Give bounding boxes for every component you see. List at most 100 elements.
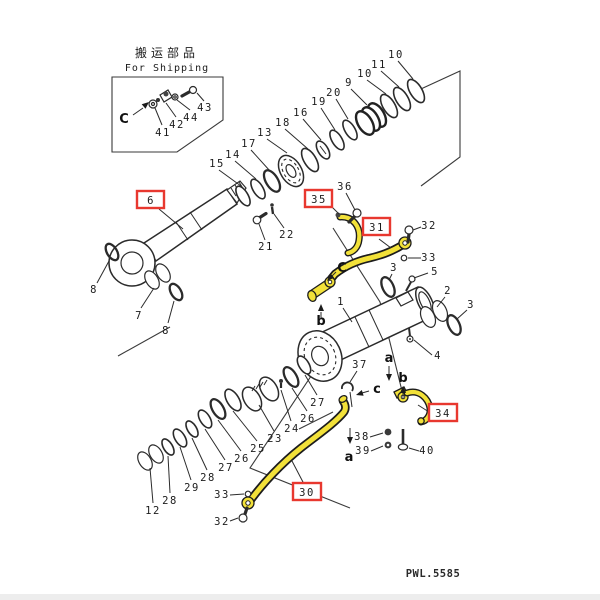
ring-20 (342, 119, 358, 141)
bottom-strip (0, 594, 600, 600)
clamp-35 (335, 212, 363, 257)
bushing-16 (315, 140, 331, 160)
bolt-36 (347, 214, 357, 224)
upper-group-outline-left (117, 326, 171, 357)
view-b-mid-arrow (318, 304, 324, 311)
part-label-27b: 27 (310, 397, 326, 409)
part-label-2: 2 (444, 285, 452, 297)
ring-18 (300, 147, 320, 173)
ring-10b (406, 78, 426, 104)
head-boss (395, 291, 414, 307)
part-label-32a: 32 (421, 220, 437, 232)
part-label-30: 30 (299, 487, 315, 499)
bushing-7 (144, 270, 160, 290)
fitting-5 (405, 281, 412, 292)
view-label-c-mid: C (337, 261, 347, 276)
part-label-25: 25 (250, 443, 266, 455)
part-label-21: 21 (258, 241, 274, 253)
shipping-box-outline (111, 76, 224, 153)
ring-28a (161, 438, 175, 456)
part-label-19: 19 (311, 96, 327, 108)
part-label-24: 24 (284, 423, 300, 435)
part-label-16: 16 (293, 107, 309, 119)
tube-30 (247, 398, 348, 504)
part-label-3b: 3 (467, 299, 475, 311)
part-label-17: 17 (241, 138, 257, 150)
shipping-group: 搬运部品 For Shipping C 41 42 44 43 (119, 45, 213, 139)
view-label-b-mid: b (316, 314, 325, 329)
seal-17 (262, 169, 282, 193)
ring-3b (446, 314, 462, 336)
shipping-title-en: For Shipping (125, 63, 209, 74)
part-label-9: 9 (345, 77, 353, 89)
part-label-33b: 33 (214, 489, 230, 501)
part-label-13: 13 (257, 127, 273, 139)
part-label-35: 35 (311, 194, 327, 206)
pin-22 (270, 206, 275, 215)
upper-seal-chain: 15 14 17 13 18 16 19 20 9 10 11 10 21 22 (209, 49, 426, 253)
clamp-34 (393, 386, 434, 426)
highlight-box-30 (291, 481, 323, 502)
part-label-26b: 26 (300, 413, 316, 425)
ring-27a (197, 409, 213, 429)
bushing-2 (419, 300, 449, 328)
tube-30-endcap (338, 395, 348, 403)
view-label-a-low: a (345, 450, 354, 465)
ring-11 (392, 86, 412, 112)
part-label-32b: 32 (214, 516, 230, 528)
part-label-44: 44 (183, 112, 199, 124)
part-label-28b: 28 (200, 472, 216, 484)
figure-code: PWL.5585 (406, 568, 461, 580)
part-label-10a: 10 (357, 68, 373, 80)
view-c-arrow (141, 102, 149, 109)
part-label-10b: 10 (388, 49, 404, 61)
ring-10a (379, 93, 399, 119)
highlight-callouts: 6 35 31 34 30 (135, 188, 459, 502)
ring-19 (329, 129, 345, 151)
part-label-39: 39 (355, 445, 371, 457)
part-label-29: 29 (184, 482, 200, 494)
part-label-4: 4 (434, 350, 442, 362)
part-label-41: 41 (155, 127, 171, 139)
seal-26a (209, 398, 227, 420)
lower-annotation-leaders (229, 370, 420, 522)
part-label-15: 15 (209, 158, 225, 170)
part-label-8a: 8 (90, 284, 98, 296)
part-label-7: 7 (135, 310, 143, 322)
view-a-mid-arrow (386, 374, 392, 381)
part-label-26a: 26 (234, 453, 250, 465)
part-label-18: 18 (275, 117, 291, 129)
part-label-20: 20 (326, 87, 342, 99)
part-label-12: 12 (145, 505, 161, 517)
part-label-28a: 28 (162, 495, 178, 507)
washer-33b (244, 490, 252, 498)
ring-28b (185, 420, 199, 438)
view-label-a-mid: a (385, 351, 394, 366)
seal-8b (168, 282, 184, 302)
upper-group-outline (409, 70, 461, 187)
part-label-33a: 33 (421, 252, 437, 264)
upper-chain-leaders (218, 60, 414, 241)
part-label-22: 22 (279, 229, 295, 241)
tube-30-group: 33 32 37 38 39 40 c a b a (214, 351, 434, 528)
part-label-43: 43 (197, 102, 213, 114)
part-label-42: 42 (169, 119, 185, 131)
piston-rod-group: 8 7 8 (90, 180, 247, 337)
lower-seal-chain: 12 28 29 28 27 26 25 23 24 26 27 (137, 355, 326, 517)
ring-27b (296, 355, 312, 375)
shipping-title-cn: 搬运部品 (135, 45, 199, 60)
seal-26b (282, 366, 300, 388)
part-label-23: 23 (267, 433, 283, 445)
cylinder-leaders (342, 272, 468, 356)
view-b-low-arrow (400, 386, 406, 393)
ring-25 (224, 388, 242, 412)
part-label-37: 37 (352, 359, 368, 371)
view-a-low-arrow (347, 437, 353, 444)
tube-31-group: 36 32 33 C b (307, 181, 437, 329)
part-label-36: 36 (337, 181, 353, 193)
elbow-fitting (307, 276, 336, 302)
highlight-box-34 (427, 402, 459, 423)
gland-13 (277, 154, 305, 188)
part-label-31: 31 (369, 222, 385, 234)
